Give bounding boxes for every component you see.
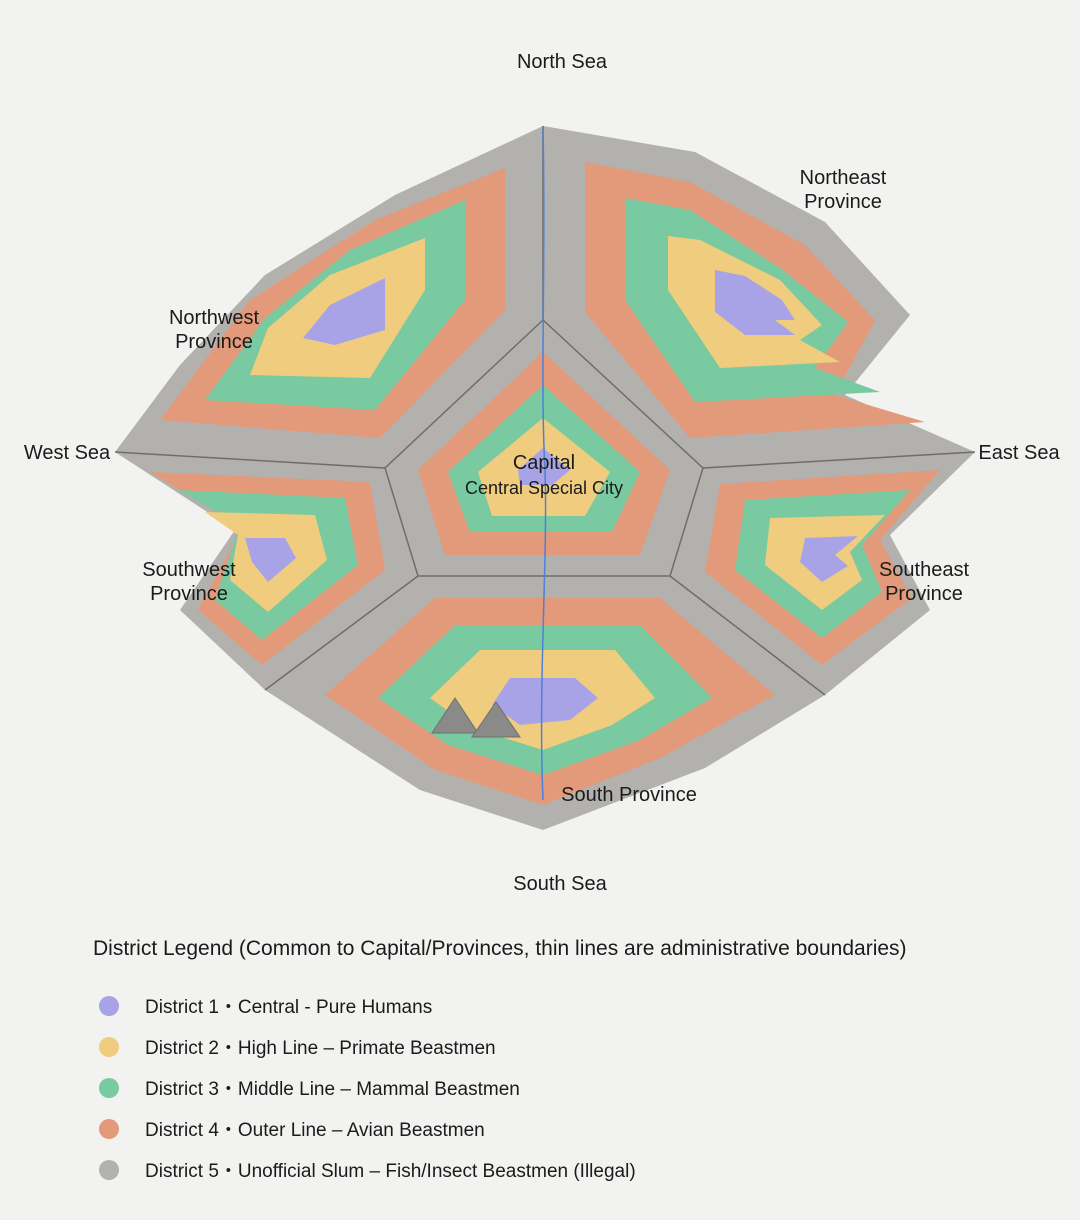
district-legend: District Legend (Common to Capital/Provi… — [93, 935, 907, 1190]
south-province-region[interactable] — [265, 576, 825, 830]
map — [114, 126, 976, 830]
northeast-district-1 — [715, 270, 795, 335]
southeast-label-line2: Province — [885, 583, 963, 605]
legend-dot-icon — [99, 1159, 119, 1180]
east-sea-label: East Sea — [978, 442, 1060, 464]
south-sea-label: South Sea — [513, 873, 607, 895]
southwest-district-1 — [245, 538, 296, 582]
southwest-label-line1: Southwest — [142, 559, 236, 581]
capital-district-1 — [518, 448, 570, 485]
southeast-district-1 — [800, 536, 858, 582]
northwest-province-label: Northwest Province — [169, 306, 259, 354]
legend-item-label: District 3・Middle Line – Mammal Beastmen — [145, 1079, 520, 1100]
west-sea-label: West Sea — [23, 442, 111, 464]
legend-item-label: District 4・Outer Line – Avian Beastmen — [145, 1120, 485, 1141]
northeast-label-line2: Province — [804, 191, 882, 213]
northeast-province-region[interactable] — [543, 126, 975, 468]
mountain-icon — [431, 697, 479, 734]
legend-dot-icon — [99, 995, 119, 1016]
mountain-icon — [431, 697, 521, 738]
southeast-label-line1: Southeast — [878, 559, 970, 581]
southwest-province-region[interactable] — [115, 452, 418, 690]
capital-label-sub: Central Special City — [464, 478, 624, 498]
northeast-province-label: Northeast Province — [800, 166, 887, 214]
legend-item: District 3・Middle Line – Mammal Beastmen — [93, 1067, 907, 1108]
legend-items: District 1・Central - Pure Humans Distric… — [93, 985, 907, 1190]
legend-item: District 4・Outer Line – Avian Beastmen — [93, 1108, 907, 1149]
northwest-district-1 — [303, 278, 385, 345]
capital-label: Capital Central Special City — [465, 451, 623, 501]
south-district-1 — [492, 678, 598, 725]
legend-item-label: District 2・High Line – Primate Beastmen — [145, 1038, 496, 1059]
southwest-label-line2: Province — [150, 583, 228, 605]
legend-item-label: District 5・Unofficial Slum – Fish/Insect… — [145, 1161, 636, 1182]
legend-dot-icon — [99, 1118, 119, 1139]
northwest-province-region[interactable] — [115, 126, 543, 468]
boundary-southwest — [264, 575, 419, 691]
northwest-label-line2: Province — [175, 331, 253, 353]
northeast-label-line1: Northeast — [799, 167, 887, 189]
northwest-label-line1: Northwest — [168, 307, 260, 329]
capital-label-main: Capital — [512, 452, 576, 474]
legend-dot-icon — [99, 1036, 119, 1057]
south-province-label: South Province — [561, 784, 697, 806]
north-sea-label: North Sea — [516, 51, 608, 73]
legend-title: District Legend (Common to Capital/Provi… — [93, 937, 907, 960]
southwest-province-label: Southwest Province — [142, 558, 235, 606]
legend-item: District 5・Unofficial Slum – Fish/Insect… — [93, 1149, 907, 1190]
southeast-province-label: Southeast Province — [879, 558, 969, 606]
boundary-east — [702, 451, 976, 469]
legend-item-label: District 1・Central - Pure Humans — [145, 997, 433, 1018]
legend-item: District 1・Central - Pure Humans — [93, 985, 907, 1026]
river — [540, 129, 547, 801]
legend-item: District 2・High Line – Primate Beastmen — [93, 1026, 907, 1067]
mountain-icon — [471, 701, 521, 738]
boundary-west — [114, 451, 386, 469]
boundary-southeast — [669, 575, 826, 696]
legend-dot-icon — [99, 1077, 119, 1098]
